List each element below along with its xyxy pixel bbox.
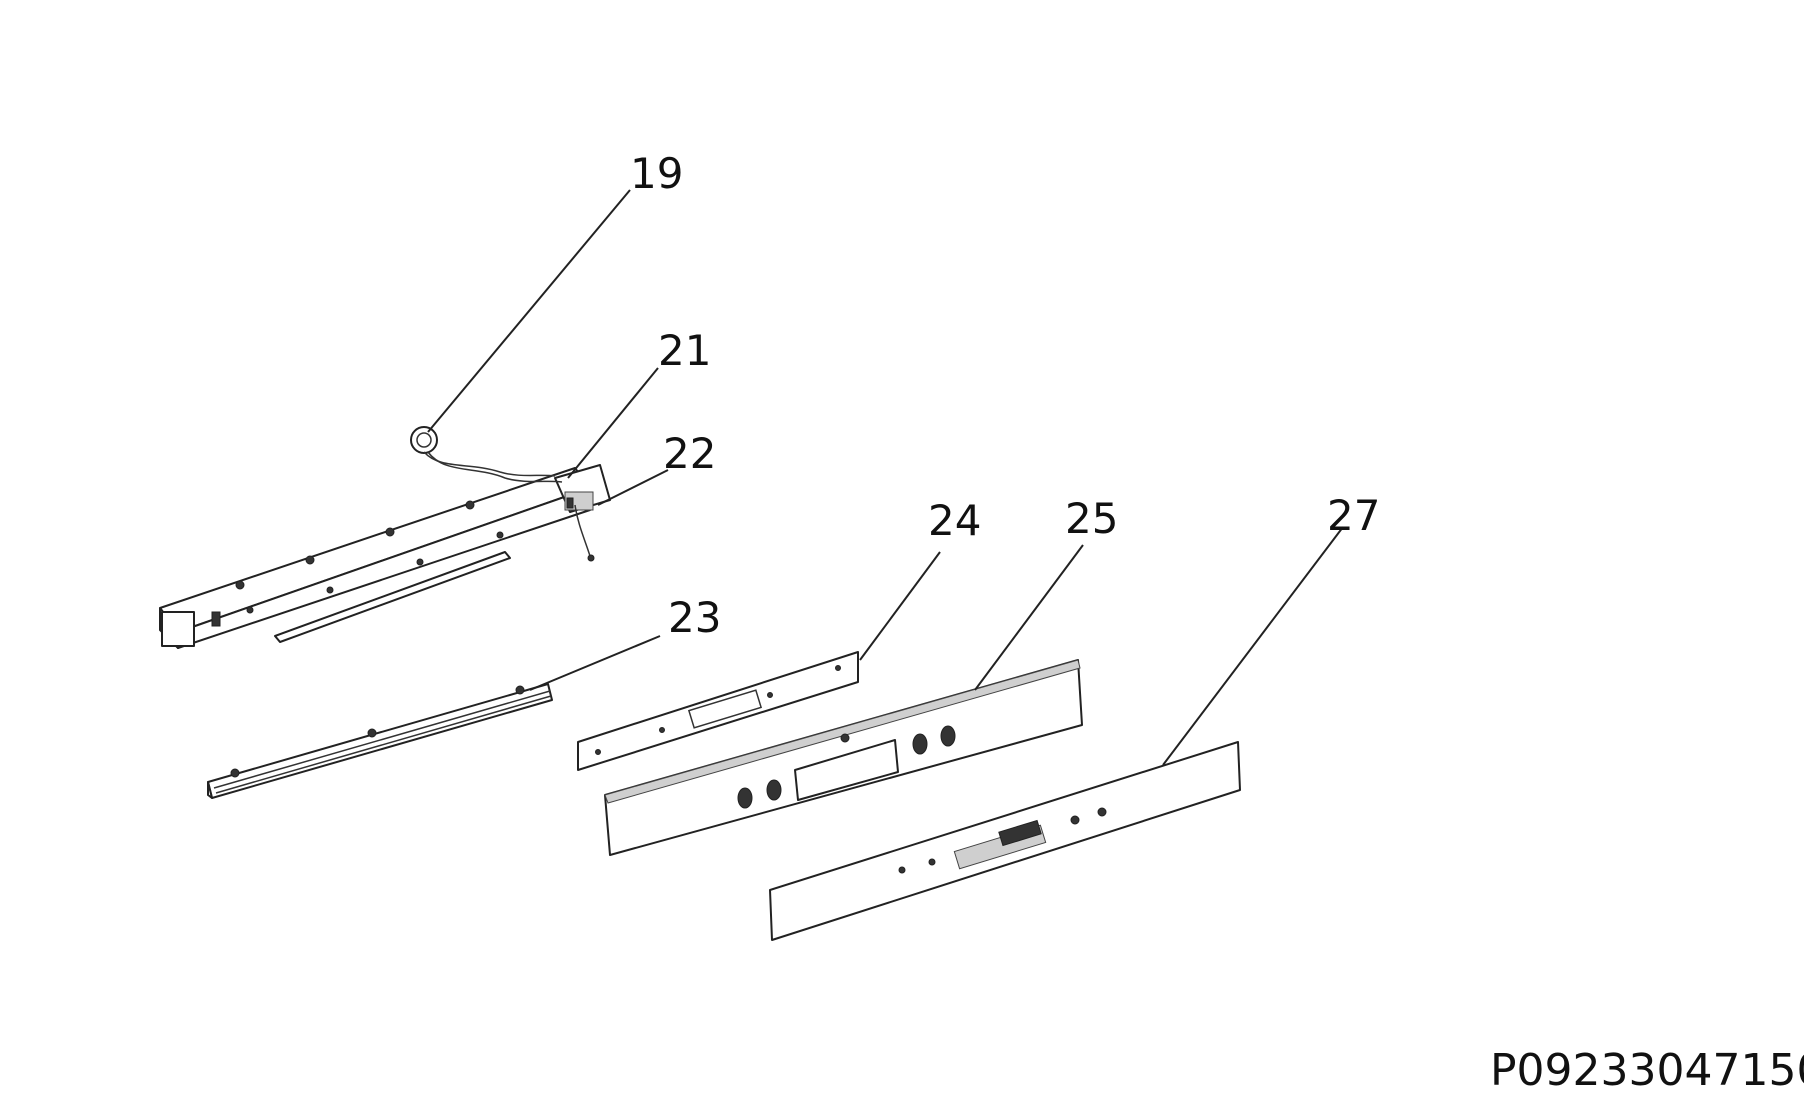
callout-19: 19 xyxy=(630,149,683,198)
part-control-housing xyxy=(159,426,611,649)
callout-23: 23 xyxy=(668,593,721,642)
leader-19 xyxy=(427,189,631,433)
leader-23 xyxy=(529,635,661,691)
leader-27 xyxy=(1162,526,1344,766)
callout-24: 24 xyxy=(928,496,981,545)
callout-25: 25 xyxy=(1065,494,1118,543)
callout-22: 22 xyxy=(663,429,716,478)
part-front-fascia xyxy=(769,741,1241,941)
part-light-bar xyxy=(207,683,553,799)
callout-27: 27 xyxy=(1327,491,1380,540)
leader-21 xyxy=(567,367,659,479)
part-mounting-plate xyxy=(577,651,859,771)
part-control-panel-frame xyxy=(604,659,1083,856)
callout-21: 21 xyxy=(658,326,711,375)
leader-22 xyxy=(597,469,669,506)
document-number: P09233047150 xyxy=(1490,1045,1804,1096)
leader-25 xyxy=(974,544,1084,691)
leader-24 xyxy=(859,551,941,661)
